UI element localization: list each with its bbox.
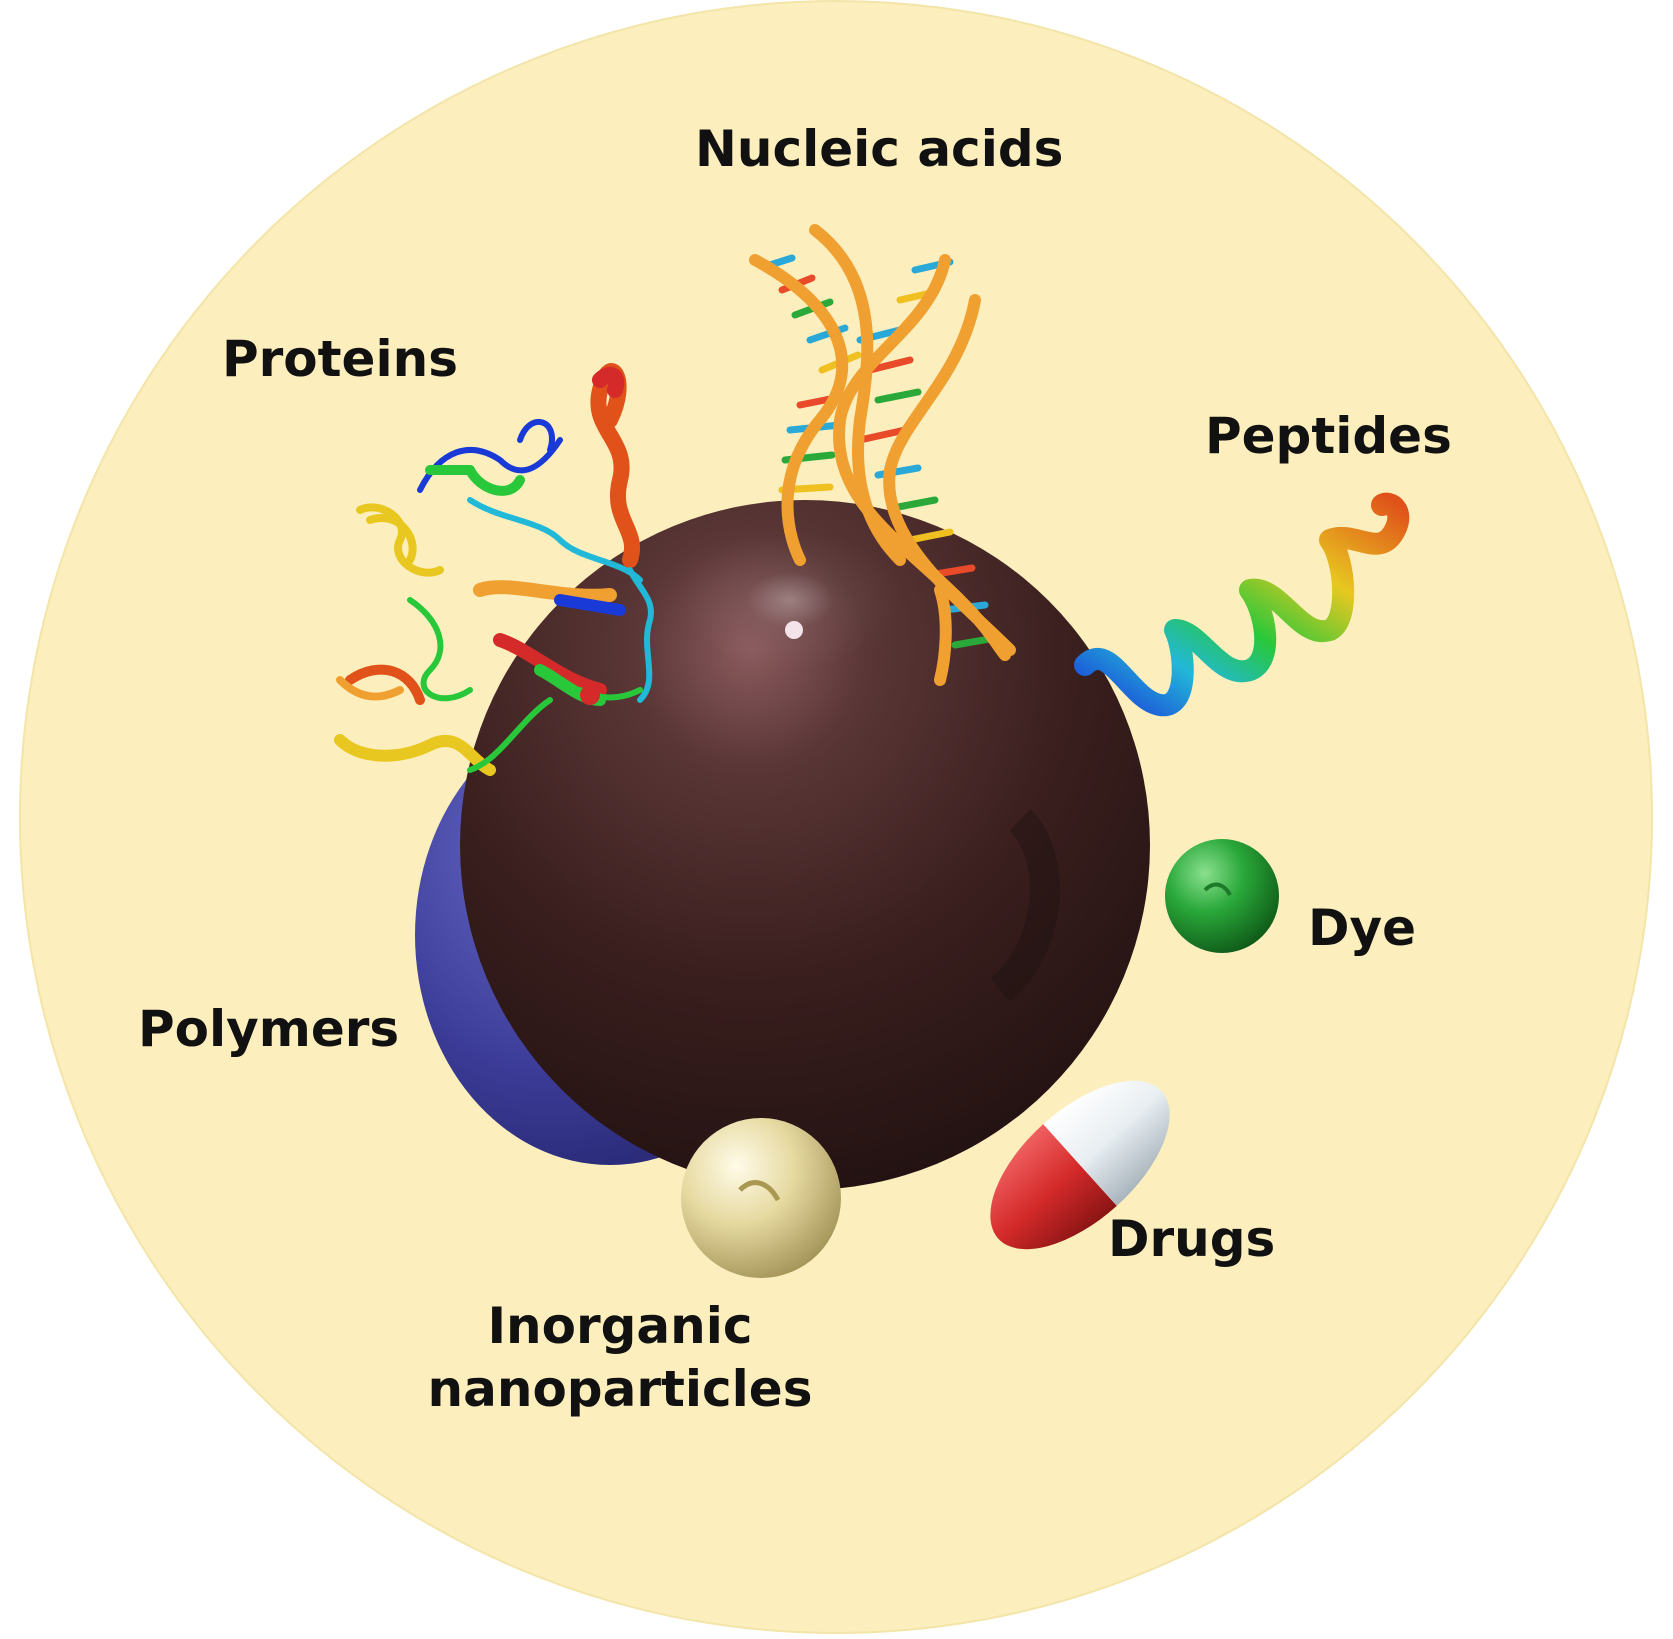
peptide-helix-icon	[1074, 492, 1410, 717]
label-nucleic-acids: Nucleic acids	[695, 120, 1064, 178]
label-inorganic-line2: nanoparticles	[427, 1359, 813, 1418]
label-peptides: Peptides	[1205, 407, 1452, 465]
dna-double-helix-icon	[749, 224, 1016, 686]
label-polymers: Polymers	[138, 1000, 400, 1058]
core-nanoparticle-icon	[460, 500, 1150, 1190]
label-inorganic-line1: Inorganic	[487, 1297, 753, 1355]
label-proteins: Proteins	[222, 330, 458, 388]
label-dye: Dye	[1308, 899, 1417, 957]
label-inorganic-nanoparticles: Inorganic nanoparticles	[420, 1295, 820, 1420]
inorganic-nanoparticle-icon	[681, 1118, 841, 1278]
protein-ribbon-icon	[334, 363, 654, 776]
dye-sphere-icon	[1165, 839, 1279, 953]
label-drugs: Drugs	[1108, 1210, 1276, 1268]
drug-capsule-icon	[990, 1080, 1170, 1250]
